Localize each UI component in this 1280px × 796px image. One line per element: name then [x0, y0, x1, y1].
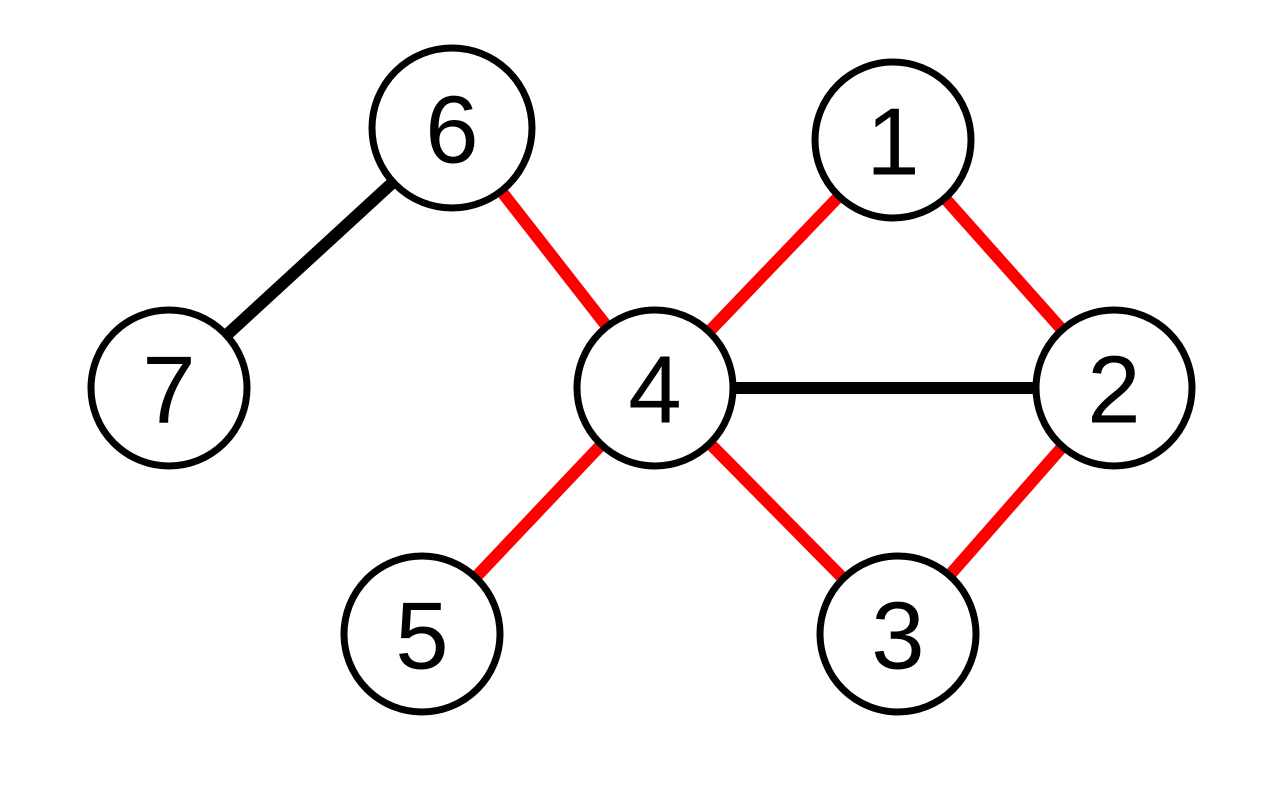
- graph-node-7[interactable]: 7: [87, 306, 251, 470]
- graph-node-6[interactable]: 6: [368, 44, 536, 212]
- node-label-1: 1: [866, 89, 919, 196]
- nodes-layer: 1 2 3 4 5 6 7: [87, 44, 1196, 716]
- graph-node-4[interactable]: 4: [573, 306, 737, 470]
- node-circle-2[interactable]: [1032, 306, 1196, 470]
- graph-edge-1-2: [937, 191, 1070, 337]
- node-circle-1[interactable]: [811, 58, 975, 222]
- node-circle-5[interactable]: [340, 552, 504, 716]
- graph-edge-3-2: [942, 439, 1070, 583]
- node-label-5: 5: [395, 583, 448, 690]
- node-circle-6[interactable]: [368, 44, 536, 212]
- node-circle-7[interactable]: [87, 306, 251, 470]
- graph-node-1[interactable]: 1: [811, 58, 975, 222]
- node-label-4: 4: [628, 337, 681, 444]
- node-label-3: 3: [871, 583, 924, 690]
- graph-node-2[interactable]: 2: [1032, 306, 1196, 470]
- node-label-7: 7: [142, 337, 195, 444]
- graph-edge-6-4: [494, 184, 615, 334]
- edges-layer: [219, 174, 1070, 586]
- node-label-6: 6: [425, 77, 478, 184]
- node-circle-4[interactable]: [573, 306, 737, 470]
- graph-node-3[interactable]: 3: [816, 552, 980, 716]
- graph-node-5[interactable]: 5: [340, 552, 504, 716]
- graph-edge-7-6: [219, 174, 401, 343]
- graph-edge-4-3: [702, 436, 851, 586]
- node-label-2: 2: [1087, 337, 1140, 444]
- graph-edge-4-1: [701, 189, 847, 339]
- graph-edge-4-5: [468, 437, 609, 585]
- node-circle-3[interactable]: [816, 552, 980, 716]
